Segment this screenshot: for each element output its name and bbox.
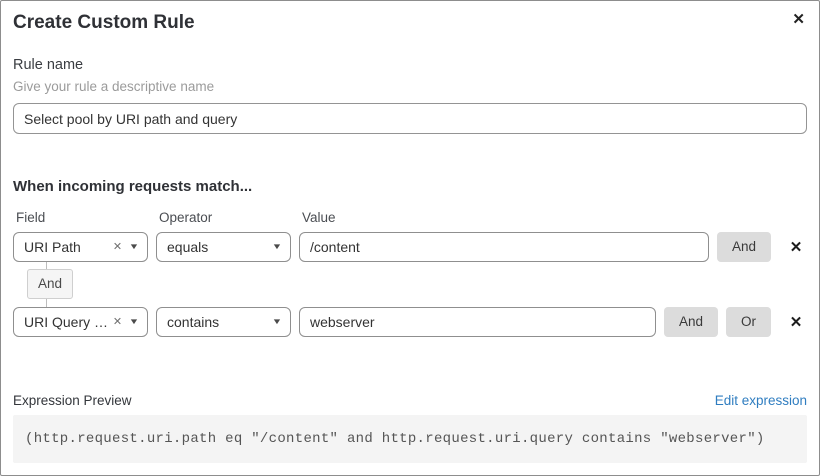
close-icon[interactable]: ✕ xyxy=(792,11,805,28)
expression-preview-label: Expression Preview xyxy=(13,393,132,408)
add-and-condition-button-1[interactable]: And xyxy=(716,232,771,262)
edit-expression-link[interactable]: Edit expression xyxy=(714,393,807,408)
remove-condition-icon-1[interactable]: ✕ xyxy=(789,239,803,256)
chevron-down-icon: ▼ xyxy=(271,242,283,251)
field-select-2-icons: ✕ ▼ xyxy=(112,315,140,328)
connector-line-top xyxy=(46,262,47,269)
field-select-1-icons: ✕ ▼ xyxy=(112,240,140,253)
condition-connector: And xyxy=(13,262,83,307)
operator-select-1-icons: ▼ xyxy=(271,242,283,251)
field-select-2[interactable]: URI Query St... ✕ ▼ xyxy=(13,307,148,337)
value-input-2[interactable] xyxy=(299,307,656,337)
page-title: Create Custom Rule xyxy=(13,12,195,33)
operator-select-2-value: contains xyxy=(167,314,220,330)
clear-field-icon[interactable]: ✕ xyxy=(112,240,123,253)
field-select-1-value: URI Path xyxy=(24,239,81,255)
add-and-condition-button-2[interactable]: And xyxy=(663,307,718,337)
field-select-2-value: URI Query St... xyxy=(24,314,113,330)
operator-select-2-icons: ▼ xyxy=(271,317,283,326)
dialog-header: Create Custom Rule ✕ xyxy=(13,11,807,35)
connector-and-chip[interactable]: And xyxy=(27,269,74,299)
operator-select-1-value: equals xyxy=(167,239,209,255)
chevron-down-icon: ▼ xyxy=(128,317,140,326)
match-section-heading: When incoming requests match... xyxy=(13,178,253,195)
add-or-condition-button-2[interactable]: Or xyxy=(726,307,771,337)
clear-field-icon[interactable]: ✕ xyxy=(112,315,123,328)
expression-preview-header: Expression Preview Edit expression xyxy=(13,392,807,410)
chevron-down-icon: ▼ xyxy=(271,317,283,326)
rule-name-label: Rule name xyxy=(13,57,84,73)
value-column-label: Value xyxy=(302,210,336,225)
condition-column-labels: Field Operator Value xyxy=(13,210,807,226)
chevron-down-icon: ▼ xyxy=(128,242,140,251)
value-input-1[interactable] xyxy=(299,232,709,262)
operator-select-1[interactable]: equals ▼ xyxy=(156,232,291,262)
field-select-1[interactable]: URI Path ✕ ▼ xyxy=(13,232,148,262)
rule-name-helper: Give your rule a descriptive name xyxy=(13,79,215,94)
condition-row-2: URI Query St... ✕ ▼ contains ▼ And Or ✕ xyxy=(13,307,807,337)
expression-preview-code: (http.request.uri.path eq "/content" and… xyxy=(13,415,807,463)
operator-column-label: Operator xyxy=(159,210,213,225)
rule-name-input[interactable] xyxy=(13,103,807,134)
connector-line-bottom xyxy=(46,299,47,307)
field-column-label: Field xyxy=(16,210,46,225)
operator-select-2[interactable]: contains ▼ xyxy=(156,307,291,337)
remove-condition-icon-2[interactable]: ✕ xyxy=(789,314,803,331)
condition-row-1: URI Path ✕ ▼ equals ▼ And ✕ xyxy=(13,232,807,262)
